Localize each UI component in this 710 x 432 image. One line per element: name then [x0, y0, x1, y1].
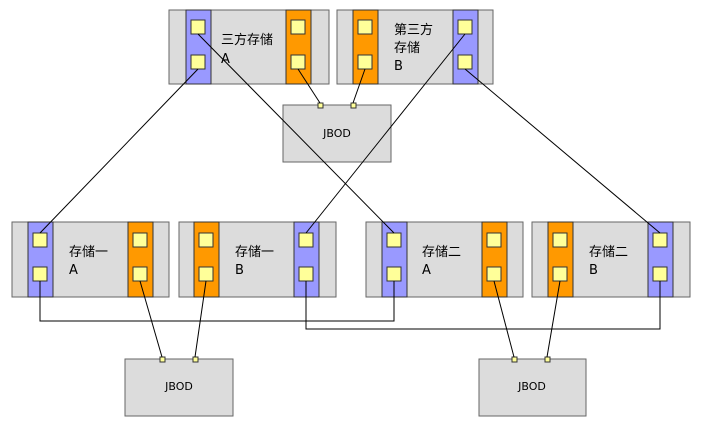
- jbod-right-box: [478, 358, 587, 417]
- third-party-storage-b-orange-port-1: [357, 19, 373, 35]
- storage-1-b-orange-port-1: [198, 232, 214, 248]
- wire-third-a-to-storage-2-a: [197, 33, 395, 234]
- storage-1-a: 存储一 A: [11, 221, 170, 298]
- storage-2-b-label-line1: 存储二: [589, 245, 628, 260]
- storage-2-a-blue-port-2: [386, 266, 402, 282]
- wire-storage-1-b-to-storage-2-b: [305, 281, 661, 330]
- storage-1-a-blue-port-1: [32, 232, 48, 248]
- third-party-storage-a-blue-port-2: [190, 54, 206, 70]
- third-party-storage-b: 第三方 存储 B: [336, 9, 494, 85]
- jbod-top: JBOD: [282, 102, 392, 163]
- third-party-storage-b-label-line3: B: [394, 59, 403, 74]
- jbod-left: JBOD: [124, 356, 234, 417]
- wire-third-b-to-storage-2-b: [464, 68, 661, 234]
- third-party-storage-a-label-line2: A: [221, 52, 230, 67]
- jbod-right-label: JBOD: [517, 380, 546, 393]
- storage-2-a-orange-port-2: [486, 266, 502, 282]
- third-party-storage-b-orange-port-2: [357, 54, 373, 70]
- storage-1-b-label-line2: B: [235, 263, 244, 278]
- jbod-left-pin-1: [159, 356, 166, 363]
- third-party-storage-b-label-line1: 第三方: [394, 22, 433, 38]
- jbod-top-pin-2: [350, 102, 357, 109]
- third-party-storage-b-label-line2: 存储: [394, 41, 420, 56]
- storage-2-b: 存储二 B: [531, 221, 691, 298]
- jbod-top-pin-1: [317, 102, 324, 109]
- wire-storage-1-a-to-storage-2-a: [39, 281, 395, 322]
- storage-2-a: 存储二 A: [365, 221, 524, 298]
- wire-third-a-to-jbod-top: [297, 68, 321, 104]
- wire-third-a-to-storage-1-a: [39, 68, 199, 234]
- third-party-storage-a: 三方存储 A: [168, 9, 330, 85]
- third-party-storage-a-orange-port-1: [290, 19, 306, 35]
- jbod-right-pin-2: [544, 356, 551, 363]
- wire-storage-1-a-to-jbod-left: [139, 280, 163, 358]
- storage-2-b-orange-port-2: [552, 266, 568, 282]
- storage-1-b-blue-port-2: [298, 266, 314, 282]
- wire-storage-2-b-to-jbod-right: [546, 280, 561, 358]
- storage-2-a-orange-port-1: [486, 232, 502, 248]
- jbod-left-pin-2: [192, 356, 199, 363]
- storage-1-b-label-line1: 存储一: [235, 245, 274, 260]
- jbod-left-box: [124, 358, 234, 417]
- storage-1-b-orange-port-2: [198, 266, 214, 282]
- storage-2-b-blue-port-1: [652, 232, 668, 248]
- third-party-storage-a-blue-port-1: [190, 19, 206, 35]
- storage-1-a-orange-port-2: [132, 266, 148, 282]
- jbod-top-label: JBOD: [322, 127, 351, 140]
- storage-1-a-blue-port-2: [32, 266, 48, 282]
- jbod-left-label: JBOD: [164, 380, 193, 393]
- storage-1-a-label-line1: 存储一: [69, 245, 108, 260]
- storage-2-b-label-line2: B: [589, 263, 598, 278]
- storage-1-b: 存储一 B: [178, 221, 337, 298]
- third-party-storage-b-blue-port-2: [457, 54, 473, 70]
- wire-storage-2-a-to-jbod-right: [493, 280, 515, 358]
- wire-third-b-to-jbod-top: [352, 68, 366, 104]
- jbod-right-pin-1: [511, 356, 518, 363]
- storage-2-b-blue-port-2: [652, 266, 668, 282]
- storage-1-b-blue-port-1: [298, 232, 314, 248]
- storage-1-a-orange-port-1: [132, 232, 148, 248]
- wire-storage-1-b-to-jbod-left: [194, 280, 207, 358]
- wire-third-b-to-storage-1-b: [305, 33, 466, 234]
- third-party-storage-a-label-line1: 三方存储: [221, 32, 273, 48]
- third-party-storage-b-blue-port-1: [457, 19, 473, 35]
- third-party-storage-a-orange-port-2: [290, 54, 306, 70]
- storage-1-a-label-line2: A: [69, 263, 78, 278]
- jbod-top-box: [282, 104, 392, 163]
- connection-wires: [39, 33, 661, 358]
- storage-2-a-label-line2: A: [422, 263, 431, 278]
- storage-2-b-orange-port-1: [552, 232, 568, 248]
- storage-2-a-label-line1: 存储二: [422, 245, 461, 260]
- storage-2-a-blue-port-1: [386, 232, 402, 248]
- jbod-right: JBOD: [478, 356, 587, 417]
